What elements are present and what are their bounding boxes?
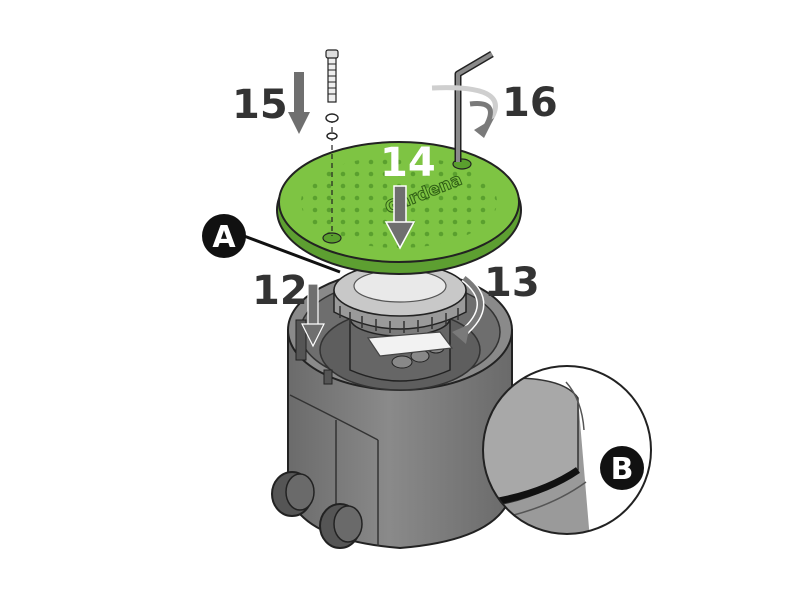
connector-knob-left <box>271 471 315 517</box>
screw-assembly <box>325 49 339 236</box>
rotate-arrow-16 <box>431 85 498 138</box>
callout-b: B <box>600 446 644 490</box>
rotate-arrow-13 <box>452 274 485 344</box>
callout-b-label: B <box>611 452 634 487</box>
connector-knob-right <box>319 503 363 549</box>
step-label-14: 14 <box>380 140 436 186</box>
callout-a-label: A <box>212 220 236 255</box>
step-label-13: 13 <box>484 260 540 306</box>
membrane <box>366 331 454 357</box>
callout-a: A <box>202 214 341 274</box>
arrow-down-12 <box>301 283 325 348</box>
lock-ring <box>333 263 467 333</box>
arrow-down-15 <box>288 72 310 134</box>
step-label-15: 15 <box>232 82 288 128</box>
arrow-down-14 <box>384 185 416 250</box>
zoom-detail <box>482 365 652 535</box>
step-label-16: 16 <box>502 80 558 126</box>
step-label-12: 12 <box>252 268 308 314</box>
